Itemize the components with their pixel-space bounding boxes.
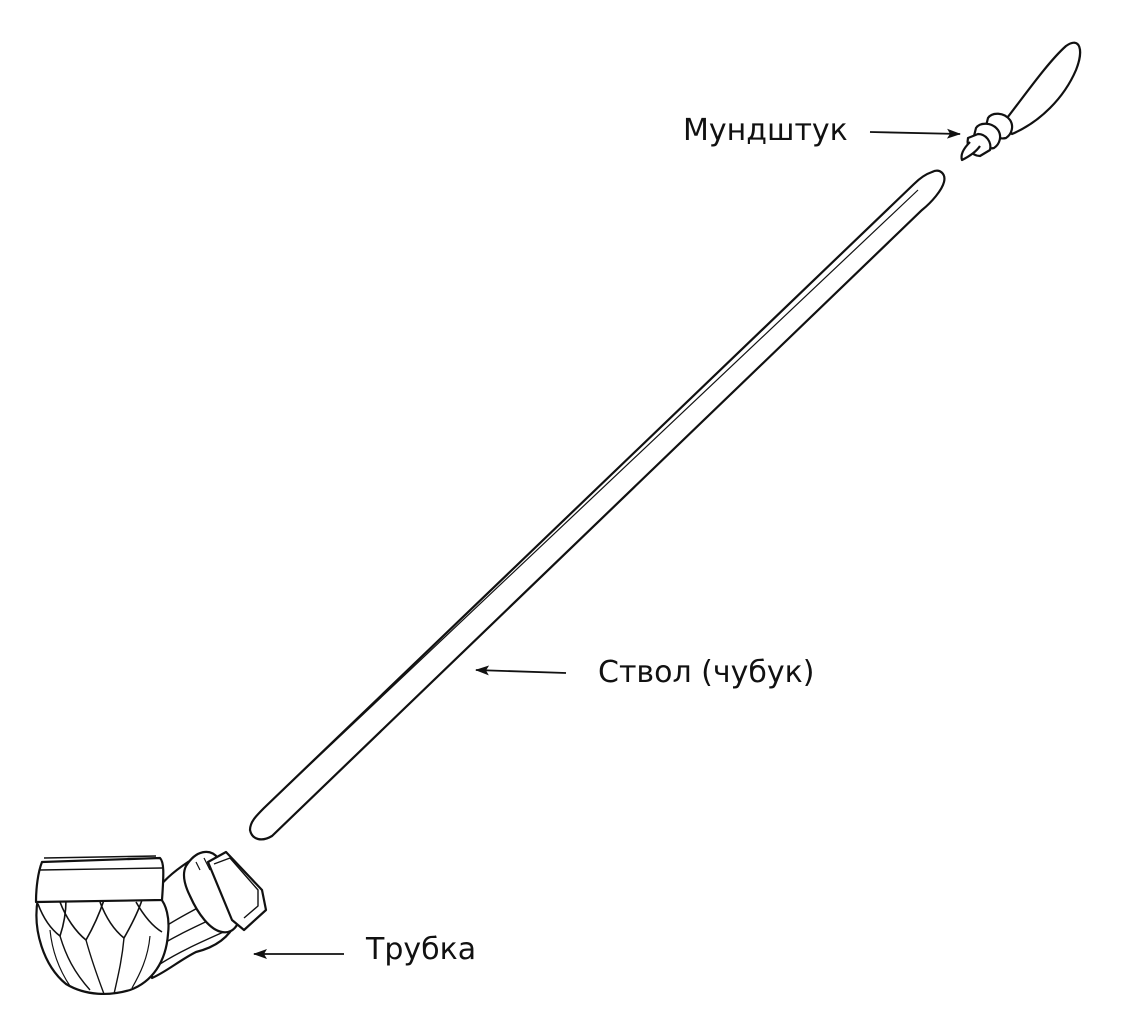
stem-drawing <box>248 169 946 841</box>
bowl-label: Трубка <box>366 932 477 967</box>
mouthpiece-label: Мундштук <box>683 113 848 148</box>
stem-label: Ствол (чубук) <box>598 655 815 690</box>
mouthpiece-drawing <box>960 41 1082 162</box>
mouthpiece-arrow <box>869 128 961 139</box>
stem-arrow <box>475 665 567 676</box>
bowl-drawing <box>34 850 268 996</box>
